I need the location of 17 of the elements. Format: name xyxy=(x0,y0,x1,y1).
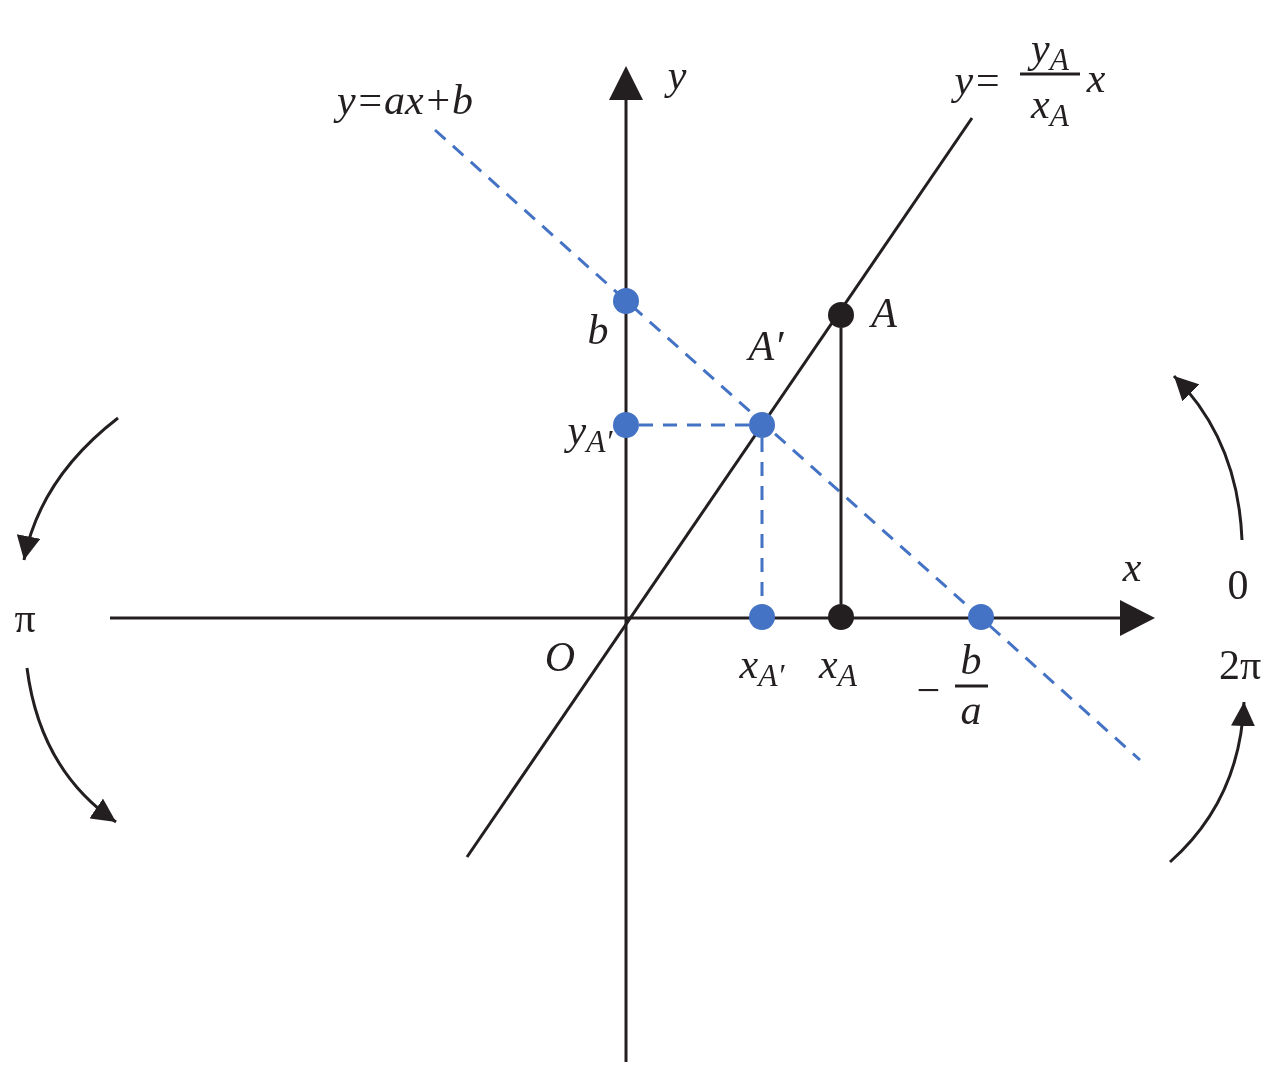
point-label: x$_{A′}$ xyxy=(739,643,785,685)
point-label: b xyxy=(960,639,982,681)
point-label: x$_{A}$ xyxy=(819,643,857,685)
dashed-connector xyxy=(639,423,749,427)
angle-label: π xyxy=(14,597,36,639)
angle-label: 2π xyxy=(1218,644,1262,686)
equation-label: x$_{A}$ xyxy=(1031,83,1069,125)
point-label: b xyxy=(587,309,609,351)
point-label: − xyxy=(913,669,943,711)
axis-label: x xyxy=(1122,546,1142,588)
connector-line xyxy=(839,328,843,604)
angle-label: 0 xyxy=(1227,564,1249,606)
equation-label: x xyxy=(1086,57,1106,99)
point-label: a xyxy=(960,689,982,731)
point-label: A xyxy=(871,292,897,334)
origin-label: O xyxy=(544,636,576,678)
point-label: A′ xyxy=(748,325,784,367)
